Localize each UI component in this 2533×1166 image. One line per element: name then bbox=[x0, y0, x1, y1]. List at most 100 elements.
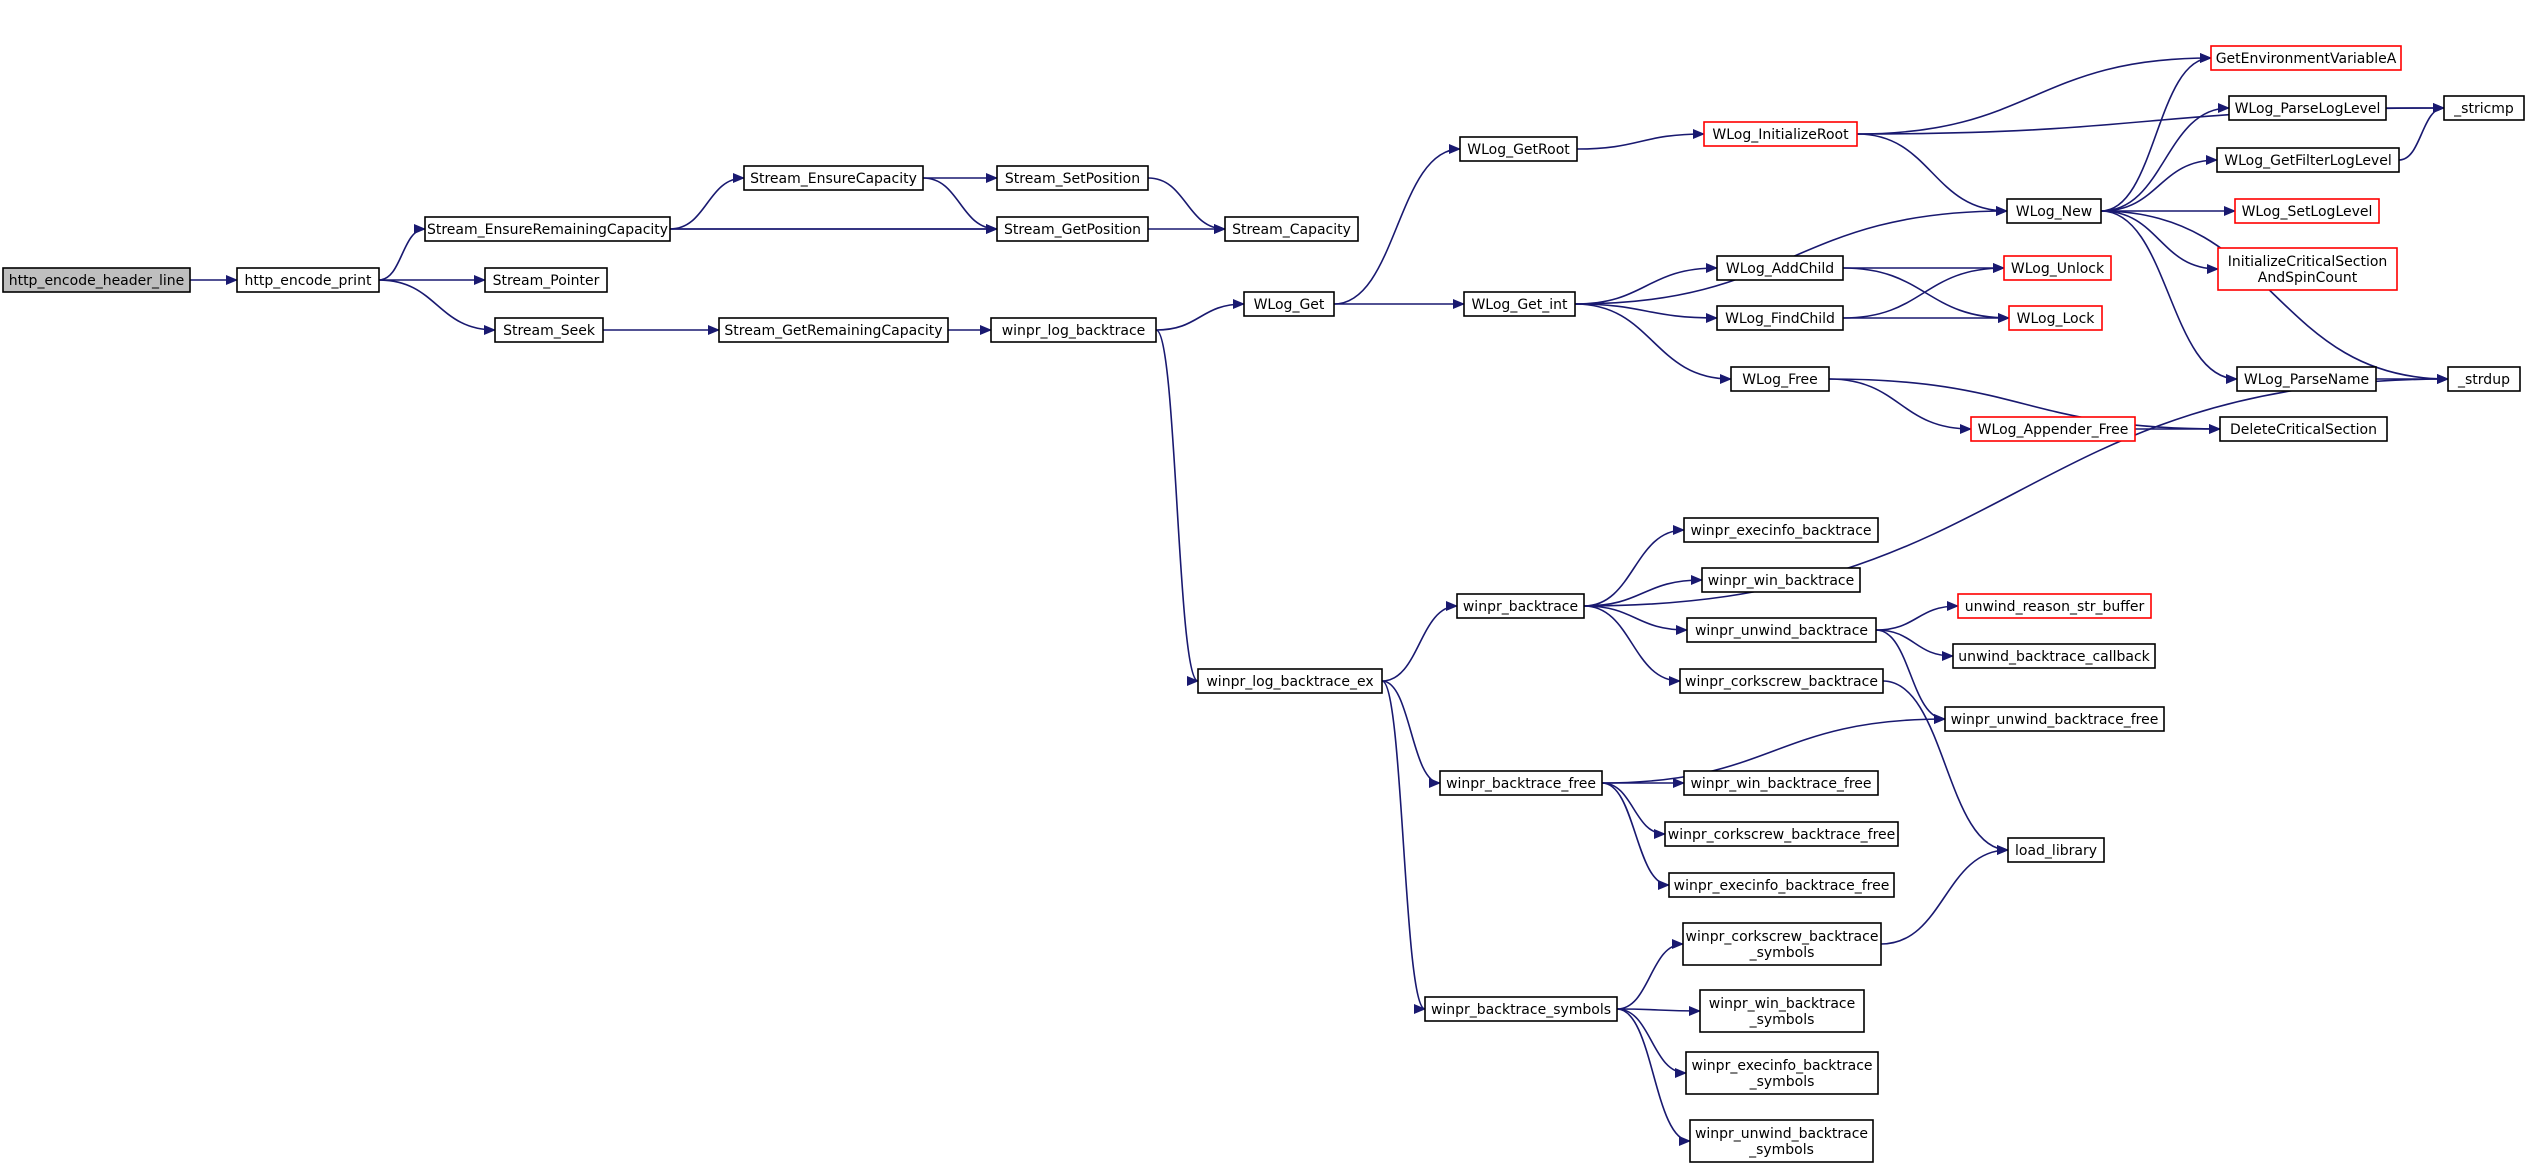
node-winpr_unwind_backtrace_free[interactable]: winpr_unwind_backtrace_free bbox=[1944, 706, 2165, 732]
node-Stream_EnsureRemainingCapacity[interactable]: Stream_EnsureRemainingCapacity bbox=[424, 216, 671, 242]
node-http_encode_header_line: http_encode_header_line bbox=[2, 267, 191, 293]
node-WLog_Lock[interactable]: WLog_Lock bbox=[2008, 305, 2103, 331]
edge-WLog_Get_int-to-WLog_Free bbox=[1574, 303, 1732, 384]
node-label: unwind_reason_str_buffer bbox=[1965, 599, 2145, 615]
node-WLog_Get_int[interactable]: WLog_Get_int bbox=[1463, 291, 1576, 317]
node-winpr_backtrace_free[interactable]: winpr_backtrace_free bbox=[1439, 770, 1603, 796]
node-winpr_execinfo_backtrace[interactable]: winpr_execinfo_backtrace bbox=[1683, 517, 1879, 543]
node-label: winpr_corkscrew_backtrace_free bbox=[1668, 827, 1896, 843]
node-WLog_AddChild[interactable]: WLog_AddChild bbox=[1716, 255, 1844, 281]
node-Stream_GetPosition[interactable]: Stream_GetPosition bbox=[996, 216, 1149, 242]
node-http_encode_print[interactable]: http_encode_print bbox=[236, 267, 380, 293]
node-Stream_EnsureCapacity[interactable]: Stream_EnsureCapacity bbox=[743, 165, 924, 191]
node-winpr_win_backtrace_free[interactable]: winpr_win_backtrace_free bbox=[1683, 770, 1879, 796]
node-Stream_Pointer[interactable]: Stream_Pointer bbox=[484, 267, 608, 293]
node-winpr_log_backtrace[interactable]: winpr_log_backtrace bbox=[990, 317, 1157, 343]
node-label: Stream_SetPosition bbox=[1005, 171, 1140, 187]
node-label: winpr_backtrace_free bbox=[1446, 776, 1596, 792]
node-box bbox=[1716, 255, 1844, 281]
node-unwind_reason_str_buffer[interactable]: unwind_reason_str_buffer bbox=[1957, 593, 2152, 619]
node-WLog_New[interactable]: WLog_New bbox=[2006, 198, 2102, 224]
node-label: WLog_ParseLogLevel bbox=[2235, 101, 2381, 117]
node-box bbox=[1686, 617, 1877, 643]
node-DeleteCriticalSection[interactable]: DeleteCriticalSection bbox=[2219, 416, 2388, 442]
node-winpr_execinfo_backtrace_symbols[interactable]: winpr_execinfo_backtrace_symbols bbox=[1685, 1051, 1879, 1095]
node-winpr_log_backtrace_ex[interactable]: winpr_log_backtrace_ex bbox=[1197, 668, 1383, 694]
node-_stricmp[interactable]: _stricmp bbox=[2443, 95, 2525, 121]
node-WLog_Unlock[interactable]: WLog_Unlock bbox=[2003, 255, 2112, 281]
node-box bbox=[2, 267, 191, 293]
node-unwind_backtrace_callback[interactable]: unwind_backtrace_callback bbox=[1952, 643, 2156, 669]
node-Stream_GetRemainingCapacity[interactable]: Stream_GetRemainingCapacity bbox=[718, 317, 949, 343]
node-WLog_Appender_Free[interactable]: WLog_Appender_Free bbox=[1970, 416, 2136, 442]
node-label: load_library bbox=[2015, 843, 2097, 859]
node-label: winpr_corkscrew_backtrace bbox=[1685, 674, 1878, 690]
node-Stream_Capacity[interactable]: Stream_Capacity bbox=[1224, 216, 1359, 242]
edge-WLog_InitializeRoot-to-GetEnvironmentVariableA bbox=[1856, 53, 2212, 135]
node-winpr_corkscrew_backtrace[interactable]: winpr_corkscrew_backtrace bbox=[1679, 668, 1884, 694]
node-WLog_GetFilterLogLevel[interactable]: WLog_GetFilterLogLevel bbox=[2216, 147, 2400, 173]
node-WLog_InitializeRoot[interactable]: WLog_InitializeRoot bbox=[1703, 121, 1858, 147]
edge-winpr_backtrace_free-to-winpr_execinfo_backtrace_free bbox=[1601, 782, 1670, 890]
node-box bbox=[1243, 291, 1335, 317]
node-label: WLog_Free bbox=[1742, 372, 1818, 388]
node-box bbox=[1716, 305, 1844, 331]
node-load_library[interactable]: load_library bbox=[2007, 837, 2105, 863]
node-winpr_corkscrew_backtrace_symbols[interactable]: winpr_corkscrew_backtrace_symbols bbox=[1682, 922, 1882, 966]
node-WLog_ParseLogLevel[interactable]: WLog_ParseLogLevel bbox=[2228, 95, 2387, 121]
node-GetEnvironmentVariableA[interactable]: GetEnvironmentVariableA bbox=[2210, 45, 2402, 71]
node-box bbox=[1970, 416, 2136, 442]
node-winpr_win_backtrace[interactable]: winpr_win_backtrace bbox=[1701, 567, 1861, 593]
node-winpr_win_backtrace_symbols[interactable]: winpr_win_backtrace_symbols bbox=[1699, 989, 1865, 1033]
edge-WLog_Get_int-to-WLog_FindChild bbox=[1574, 303, 1718, 323]
node-box bbox=[1463, 291, 1576, 317]
node-winpr_backtrace[interactable]: winpr_backtrace bbox=[1456, 593, 1585, 619]
node-box bbox=[1679, 668, 1884, 694]
node-WLog_SetLogLevel[interactable]: WLog_SetLogLevel bbox=[2234, 198, 2380, 224]
node-WLog_GetRoot[interactable]: WLog_GetRoot bbox=[1459, 136, 1578, 162]
node-box bbox=[1952, 643, 2156, 669]
node-label: WLog_InitializeRoot bbox=[1712, 127, 1849, 143]
node-WLog_ParseName[interactable]: WLog_ParseName bbox=[2236, 366, 2377, 392]
node-box bbox=[494, 317, 604, 343]
node-label: winpr_unwind_backtrace_free bbox=[1951, 712, 2159, 728]
node-box bbox=[2003, 255, 2112, 281]
node-box bbox=[236, 267, 380, 293]
node-label: Stream_Seek bbox=[503, 323, 596, 339]
node-box bbox=[1701, 567, 1861, 593]
node-box bbox=[1689, 1119, 1874, 1163]
node-Stream_Seek[interactable]: Stream_Seek bbox=[494, 317, 604, 343]
node-winpr_unwind_backtrace[interactable]: winpr_unwind_backtrace bbox=[1686, 617, 1877, 643]
node-label: winpr_unwind_backtrace bbox=[1695, 623, 1868, 639]
node-WLog_FindChild[interactable]: WLog_FindChild bbox=[1716, 305, 1844, 331]
node-box bbox=[1730, 366, 1830, 392]
edge-winpr_backtrace-to-winpr_win_backtrace bbox=[1583, 575, 1703, 607]
node-winpr_unwind_backtrace_symbols[interactable]: winpr_unwind_backtrace_symbols bbox=[1689, 1119, 1874, 1163]
node-WLog_Get[interactable]: WLog_Get bbox=[1243, 291, 1335, 317]
edge-WLog_New-to-_strdup bbox=[2100, 210, 2449, 384]
node-box bbox=[1439, 770, 1603, 796]
node-_strdup[interactable]: _strdup bbox=[2447, 366, 2521, 392]
edge-winpr_log_backtrace-to-winpr_log_backtrace_ex bbox=[1155, 329, 1199, 686]
node-box bbox=[1668, 872, 1895, 898]
node-winpr_execinfo_backtrace_free[interactable]: winpr_execinfo_backtrace_free bbox=[1668, 872, 1895, 898]
node-WLog_Free[interactable]: WLog_Free bbox=[1730, 366, 1830, 392]
node-label: WLog_Get_int bbox=[1471, 297, 1568, 313]
node-box bbox=[1957, 593, 2152, 619]
node-box bbox=[1683, 517, 1879, 543]
node-winpr_backtrace_symbols[interactable]: winpr_backtrace_symbols bbox=[1424, 996, 1618, 1022]
edge-WLog_Get_int-to-WLog_AddChild bbox=[1574, 263, 1718, 305]
node-winpr_corkscrew_backtrace_free[interactable]: winpr_corkscrew_backtrace_free bbox=[1664, 821, 1899, 847]
node-box bbox=[1664, 821, 1899, 847]
edge-winpr_log_backtrace_ex-to-winpr_backtrace_symbols bbox=[1381, 680, 1426, 1014]
edge-WLog_GetRoot-to-WLog_InitializeRoot bbox=[1576, 129, 1705, 150]
node-label: _symbols bbox=[1749, 1012, 1815, 1028]
edge-http_encode_print-to-Stream_EnsureRemainingCapacity bbox=[378, 224, 426, 281]
node-label: InitializeCriticalSection bbox=[2228, 254, 2388, 270]
node-label: Stream_EnsureCapacity bbox=[750, 171, 917, 187]
node-box bbox=[2228, 95, 2387, 121]
node-Stream_SetPosition[interactable]: Stream_SetPosition bbox=[996, 165, 1149, 191]
node-label: _strdup bbox=[2457, 372, 2510, 388]
node-label: Stream_EnsureRemainingCapacity bbox=[427, 222, 668, 238]
